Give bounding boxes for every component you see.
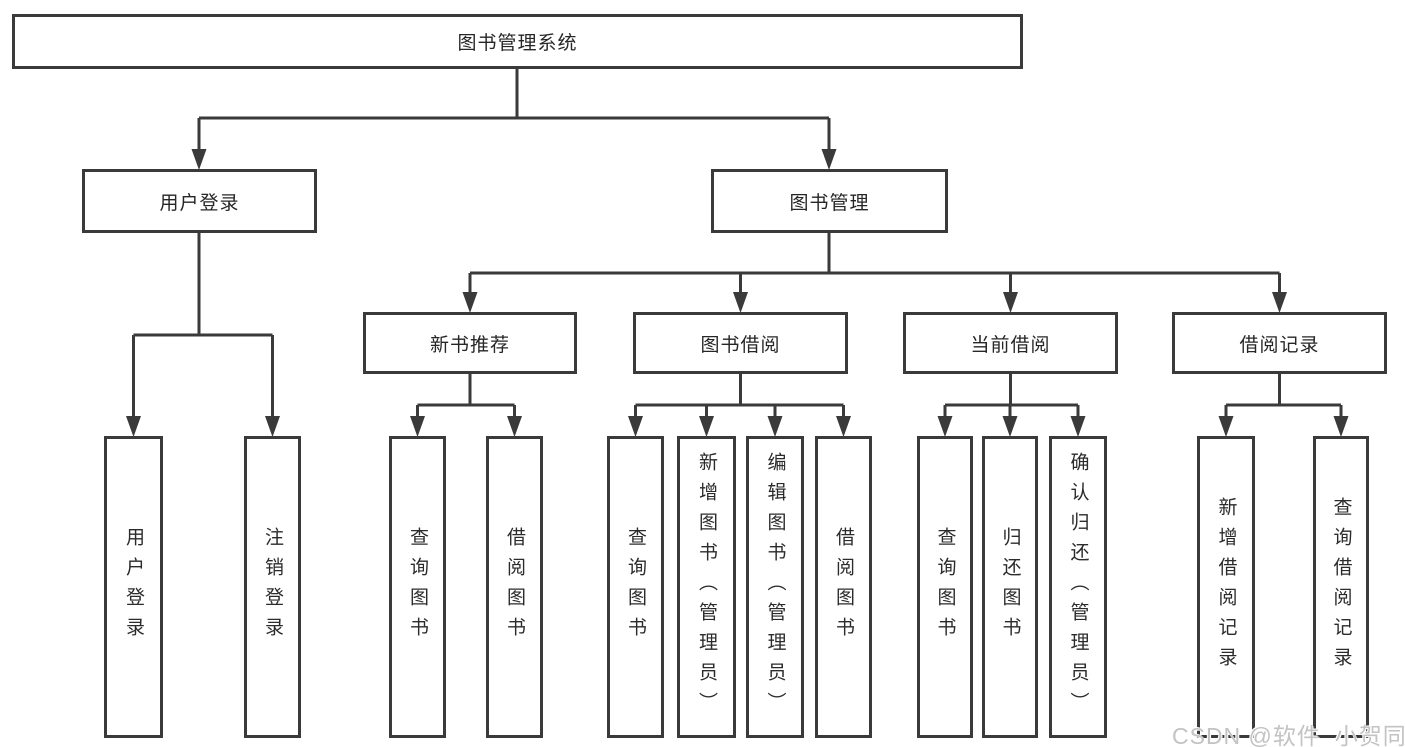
node-book-borrowing: 图书借阅 <box>633 312 848 374</box>
leaf-label: 编辑图书（管理员） <box>764 452 786 722</box>
node-label: 图书管理 <box>789 192 870 214</box>
leaf-label: 确认归还（管理员） <box>1067 452 1089 722</box>
node-user-login-module: 用户登录 <box>82 169 317 233</box>
node-label: 图书借阅 <box>700 334 781 356</box>
leaf-label: 新增图书（管理员） <box>696 452 717 722</box>
node-label: 用户登录 <box>159 192 240 214</box>
node-label: 借阅记录 <box>1239 334 1320 356</box>
leaf-add-book-admin: 新增图书（管理员） <box>677 436 736 738</box>
leaf-query-books-current: 查询图书 <box>917 436 973 738</box>
leaf-label: 用户登录 <box>123 527 144 647</box>
leaf-edit-book-admin: 编辑图书（管理员） <box>746 436 804 738</box>
node-new-book-recommendation: 新书推荐 <box>363 312 577 374</box>
leaf-label: 查询图书 <box>407 527 428 647</box>
leaf-user-login: 用户登录 <box>104 436 163 738</box>
leaf-label: 归还图书 <box>999 527 1021 647</box>
leaf-add-borrow-record: 新增借阅记录 <box>1197 436 1255 738</box>
leaf-label: 查询图书 <box>934 527 956 647</box>
node-label: 新书推荐 <box>429 334 510 356</box>
leaf-borrow-books-recommend: 借阅图书 <box>486 436 543 738</box>
node-label: 当前借阅 <box>970 334 1051 356</box>
leaf-query-books-recommend: 查询图书 <box>389 436 446 738</box>
node-book-management-module: 图书管理 <box>711 169 948 233</box>
leaf-query-books-borrowing: 查询图书 <box>607 436 664 738</box>
leaf-label: 借阅图书 <box>504 527 525 647</box>
leaf-label: 注销登录 <box>262 527 283 647</box>
leaf-confirm-return-admin: 确认归还（管理员） <box>1049 436 1107 738</box>
node-library-management-system: 图书管理系统 <box>12 14 1023 69</box>
leaf-label: 新增借阅记录 <box>1215 497 1237 677</box>
leaf-return-books: 归还图书 <box>982 436 1038 738</box>
node-current-borrowing: 当前借阅 <box>903 312 1118 374</box>
node-label: 图书管理系统 <box>457 33 578 54</box>
leaf-logout: 注销登录 <box>244 436 301 738</box>
leaf-label: 借阅图书 <box>833 527 854 647</box>
leaf-label: 查询图书 <box>625 527 646 647</box>
csdn-watermark: CSDN @软件_小贺同学 <box>1172 723 1405 747</box>
node-borrowing-records: 借阅记录 <box>1172 312 1387 374</box>
leaf-query-borrow-record: 查询借阅记录 <box>1313 436 1369 738</box>
leaf-borrow-books-borrowing: 借阅图书 <box>815 436 872 738</box>
leaf-label: 查询借阅记录 <box>1330 497 1352 677</box>
